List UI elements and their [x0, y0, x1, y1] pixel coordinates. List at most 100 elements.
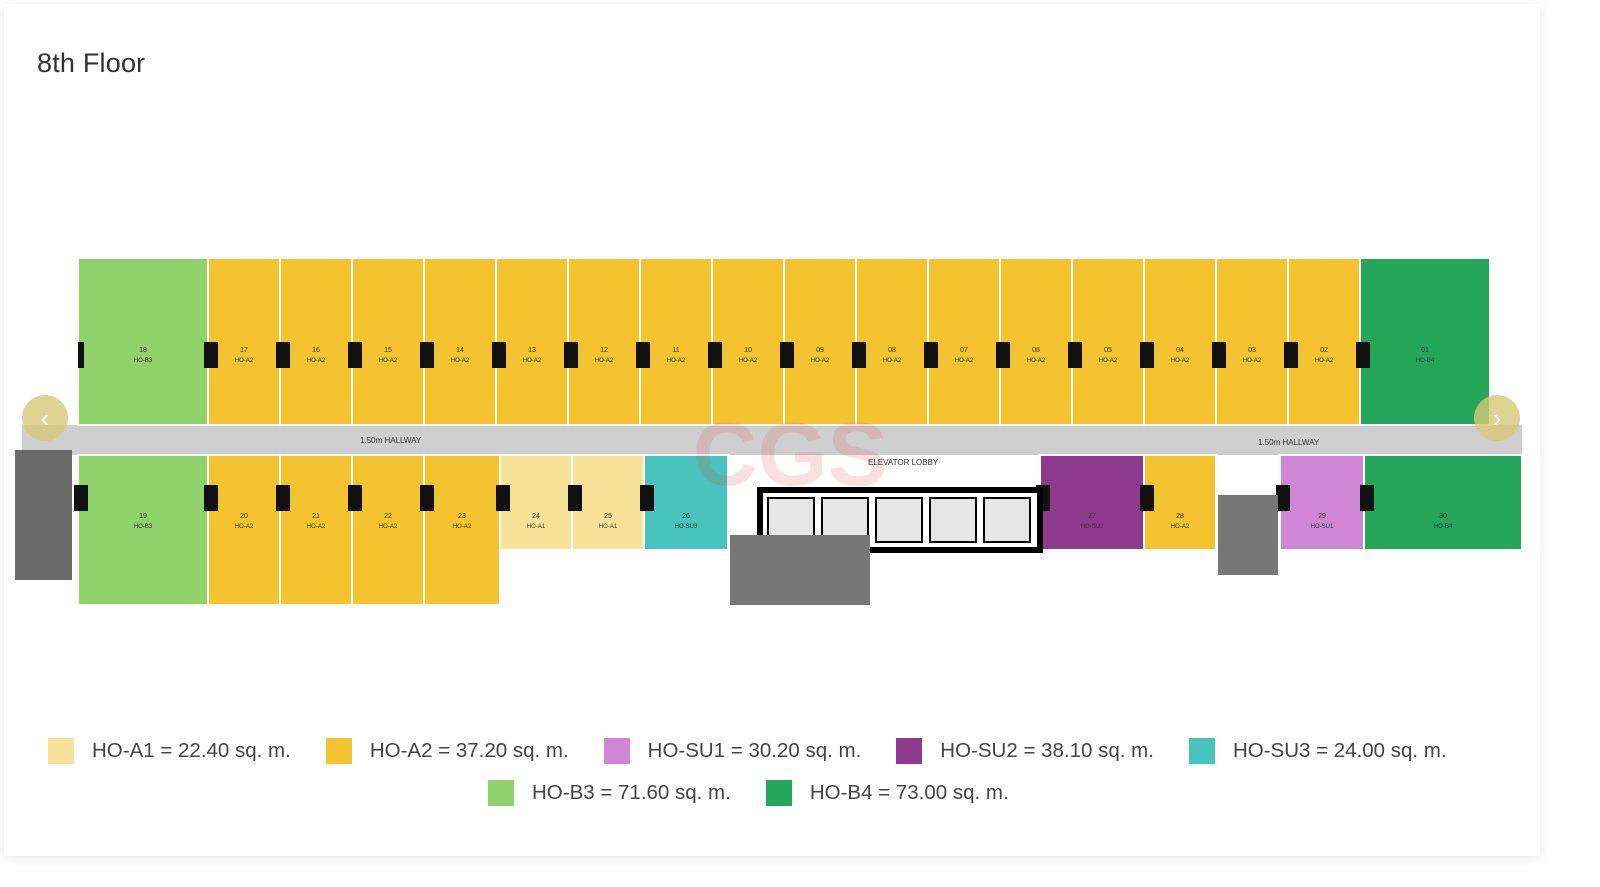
unit-type: HO-A1 — [599, 524, 618, 530]
next-button[interactable]: › — [1474, 395, 1520, 441]
unit-number: 04 — [1176, 347, 1184, 354]
unit-number: 06 — [1032, 347, 1040, 354]
lift-car — [821, 497, 869, 543]
legend-item-ho-su1: HO-SU1 = 30.20 sq. m. — [603, 738, 862, 764]
legend-item-ho-b3: HO-B3 = 71.60 sq. m. — [488, 780, 731, 806]
unit-number: 12 — [600, 347, 608, 354]
unit-number: 11 — [672, 347, 679, 354]
hallway — [22, 425, 1522, 455]
unit-number: 21 — [312, 513, 320, 520]
unit-number: 18 — [139, 347, 147, 354]
lift-car — [929, 497, 977, 543]
unit-type: HO-A2 — [667, 358, 686, 364]
unit-type: HO-B4 — [1416, 358, 1435, 364]
unit-number: 22 — [384, 513, 392, 520]
chevron-left-icon: ‹ — [40, 402, 50, 433]
unit-number: 05 — [1104, 347, 1112, 354]
floor-plan: 18HO-B317HO-A216HO-A215HO-A214HO-A213HO-… — [15, 257, 1523, 606]
unit-number: 28 — [1176, 513, 1184, 520]
legend-label: HO-SU1 = 30.20 sq. m. — [647, 739, 862, 762]
unit-type: HO-A2 — [1171, 358, 1190, 364]
stair-center — [730, 535, 870, 605]
prev-button[interactable]: ‹ — [22, 395, 68, 441]
unit-type: HO-A2 — [235, 524, 254, 530]
unit-type: HO-B3 — [134, 358, 153, 364]
legend-label: HO-A2 = 37.20 sq. m. — [369, 739, 569, 762]
unit-type: HO-A2 — [379, 524, 398, 530]
unit-number: 23 — [458, 513, 466, 520]
unit-number: 26 — [682, 513, 690, 520]
page-title: 8th Floor — [37, 48, 146, 78]
unit-number: 20 — [240, 513, 248, 520]
unit-type: HO-A2 — [1243, 358, 1262, 364]
unit-type: HO-A2 — [1099, 358, 1118, 364]
unit-number: 02 — [1320, 347, 1328, 354]
unit-type: HO-A2 — [595, 358, 614, 364]
legend-label: HO-B3 = 71.60 sq. m. — [532, 781, 731, 804]
unit-type: HO-A2 — [235, 358, 254, 364]
legend-item-ho-su3: HO-SU3 = 24.00 sq. m. — [1188, 738, 1447, 764]
legend-item-ho-b4: HO-B4 = 73.00 sq. m. — [765, 780, 1009, 806]
unit-type: HO-A2 — [1171, 524, 1190, 530]
unit-type: HO-A2 — [811, 358, 830, 364]
unit-type: HO-B4 — [1434, 524, 1453, 530]
unit-type: HO-SU2 — [1081, 524, 1104, 530]
legend-item-ho-a1: HO-A1 = 22.40 sq. m. — [48, 738, 291, 764]
unit-type: HO-A2 — [955, 358, 974, 364]
unit-number: 01 — [1421, 347, 1429, 354]
legend-swatch — [765, 780, 792, 806]
unit-number: 16 — [312, 347, 320, 354]
legend-swatch — [603, 738, 630, 764]
unit-type: HO-A2 — [1315, 358, 1334, 364]
unit-type: HO-SU3 — [675, 524, 698, 530]
unit-number: 03 — [1248, 347, 1256, 354]
unit-type: HO-A2 — [307, 524, 326, 530]
legend-label: HO-B4 = 73.00 sq. m. — [809, 781, 1009, 804]
legend-label: HO-SU3 = 24.00 sq. m. — [1232, 739, 1447, 762]
unit-number: 17 — [240, 347, 248, 354]
hallway-label-right: 1.50m HALLWAY — [1258, 438, 1320, 447]
chevron-right-icon: › — [1492, 402, 1502, 433]
unit-number: 13 — [528, 347, 536, 354]
legend-swatch — [488, 780, 514, 806]
unit-number: 29 — [1318, 513, 1326, 520]
legend-label: HO-A1 = 22.40 sq. m. — [92, 739, 291, 762]
legend-label: HO-SU2 = 38.10 sq. m. — [940, 739, 1154, 762]
stair-right — [1218, 495, 1278, 575]
legend-swatch — [48, 738, 74, 764]
unit-number: 24 — [532, 513, 540, 520]
unit-number: 25 — [604, 513, 612, 520]
unit-number: 27 — [1088, 513, 1096, 520]
hallway-label-left: 1.50m HALLWAY — [360, 436, 422, 445]
